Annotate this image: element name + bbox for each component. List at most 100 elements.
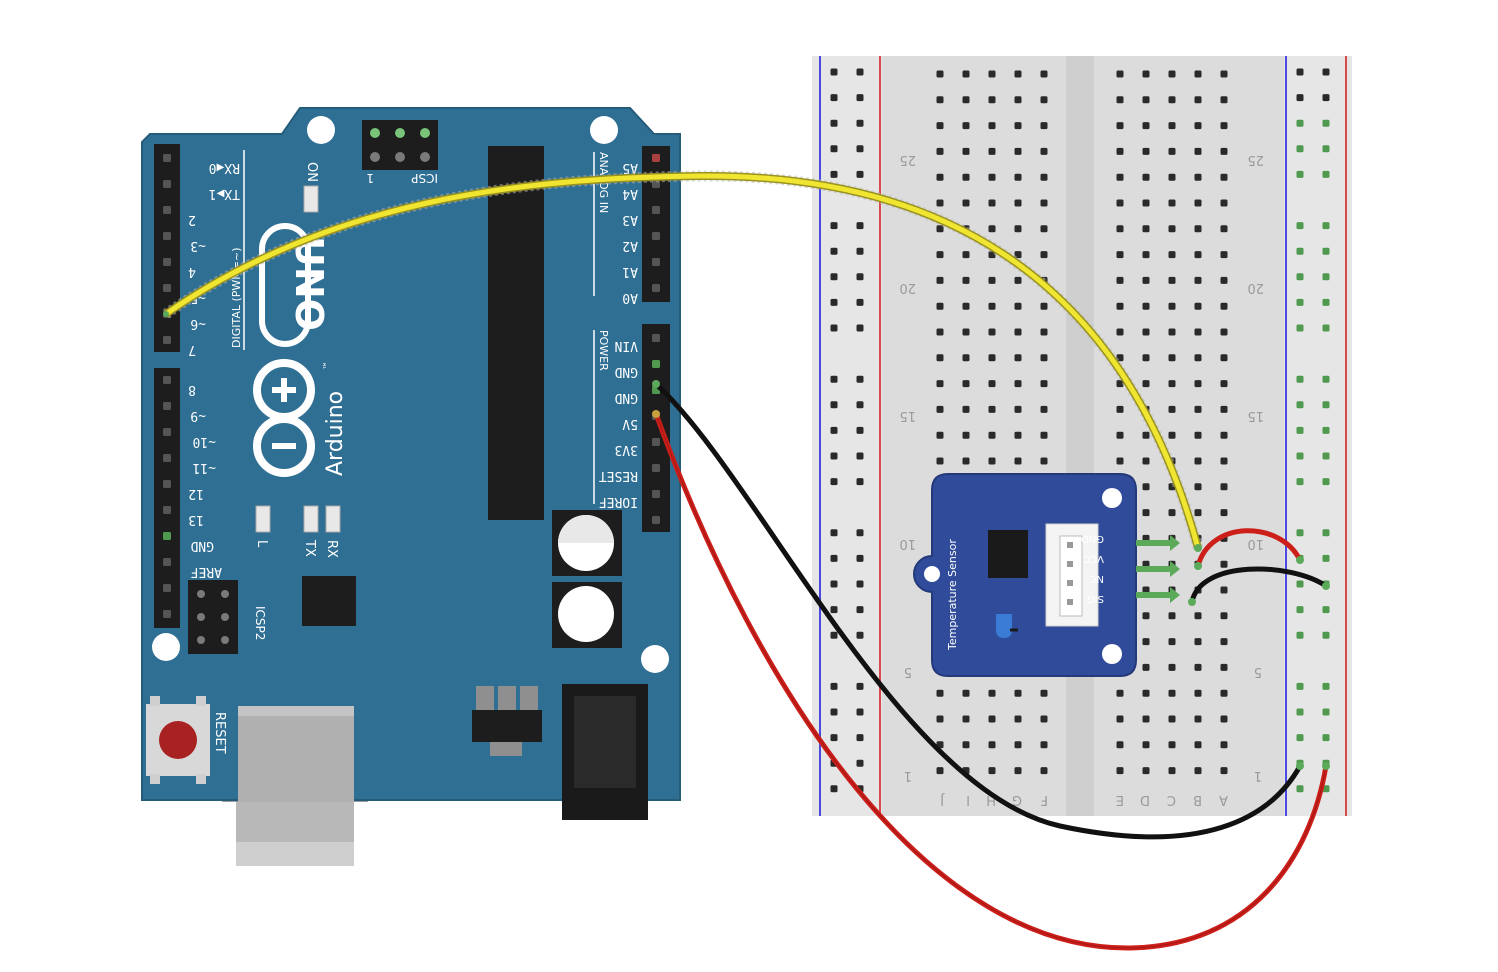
hole <box>1296 94 1304 102</box>
hole <box>1142 483 1150 491</box>
red-jumper-wire[interactable] <box>1195 528 1303 567</box>
hole <box>962 431 970 439</box>
temperature-sensor-module[interactable]: Temperature Sensor GND VCC NC SIG <box>913 473 1180 677</box>
hole <box>830 401 838 409</box>
pin-label: ~6 <box>190 316 206 331</box>
hole <box>988 457 996 465</box>
hole <box>856 273 864 281</box>
pin-label: ~11 <box>193 460 216 475</box>
black-jumper-wire[interactable] <box>1189 566 1328 603</box>
hole <box>1322 222 1330 230</box>
hole <box>988 147 996 155</box>
hole <box>830 478 838 486</box>
row-number: 10 <box>1247 536 1264 551</box>
hole <box>1142 586 1150 594</box>
hole <box>163 376 171 384</box>
hole <box>830 222 838 230</box>
hole <box>830 682 838 690</box>
hole <box>1116 251 1124 259</box>
hole <box>1168 70 1176 78</box>
pin-label: ~9 <box>190 408 206 423</box>
pin-label: A5 <box>622 160 638 175</box>
hole <box>1040 302 1048 310</box>
hole <box>1220 199 1228 207</box>
hole <box>856 247 864 255</box>
hole <box>1142 122 1150 130</box>
hole <box>1296 145 1304 153</box>
hole <box>1116 96 1124 104</box>
arduino-brand: Arduino <box>323 391 348 476</box>
hole <box>936 302 944 310</box>
icsp-header <box>362 120 438 170</box>
hole <box>856 606 864 614</box>
hole <box>1220 173 1228 181</box>
pin-label: A3 <box>622 212 638 227</box>
hole <box>1040 767 1048 775</box>
hole <box>830 785 838 793</box>
hole <box>1220 431 1228 439</box>
hole <box>988 741 996 749</box>
hole <box>1194 328 1202 336</box>
hole <box>1322 708 1330 716</box>
hole <box>856 324 864 332</box>
hole <box>1194 199 1202 207</box>
hole <box>1116 431 1124 439</box>
row-number: 1 <box>904 768 912 783</box>
hole <box>988 767 996 775</box>
hole <box>1194 638 1202 646</box>
hole <box>1168 225 1176 233</box>
led-rx-label: RX <box>324 540 339 558</box>
hole <box>1014 96 1022 104</box>
hole <box>830 708 838 716</box>
row-number: 25 <box>1247 152 1264 167</box>
hole <box>1194 612 1202 620</box>
hole <box>1168 509 1176 517</box>
hole <box>1322 324 1330 332</box>
hole <box>936 328 944 336</box>
hole <box>988 173 996 181</box>
hole <box>652 284 660 292</box>
hole <box>1040 122 1048 130</box>
hole <box>962 715 970 723</box>
arduino-uno-board[interactable]: ICSP 1 ICSP2 RESET <box>141 107 681 866</box>
hole <box>1142 328 1150 336</box>
hole <box>1014 767 1022 775</box>
hole <box>856 68 864 76</box>
hole <box>652 516 660 524</box>
hole <box>936 122 944 130</box>
hole <box>988 122 996 130</box>
hole <box>1322 298 1330 306</box>
hole <box>962 741 970 749</box>
pin-label: ~3 <box>190 238 206 253</box>
hole <box>1194 380 1202 388</box>
hole <box>856 682 864 690</box>
hole <box>1296 170 1304 178</box>
hole <box>1014 741 1022 749</box>
hole <box>962 328 970 336</box>
voltage-regulator <box>472 710 542 742</box>
hole <box>1322 119 1330 127</box>
hole <box>1296 324 1304 332</box>
hole <box>1194 251 1202 259</box>
mount-hole <box>641 645 669 673</box>
yellow-signal-wire[interactable] <box>164 173 1201 549</box>
pin-label: 7 <box>188 342 196 357</box>
hole <box>1142 457 1150 465</box>
hole <box>936 173 944 181</box>
reset-button-cap[interactable] <box>159 721 197 759</box>
hole <box>1168 122 1176 130</box>
hole <box>830 298 838 306</box>
hole <box>936 199 944 207</box>
hole <box>1322 247 1330 255</box>
hole <box>1040 689 1048 697</box>
hole <box>1142 663 1150 671</box>
hole <box>1116 457 1124 465</box>
hole <box>856 298 864 306</box>
black-ground-wire[interactable] <box>654 382 1303 840</box>
hole <box>1040 431 1048 439</box>
hole <box>1142 431 1150 439</box>
hole <box>830 606 838 614</box>
hole <box>1220 663 1228 671</box>
hole <box>830 426 838 434</box>
hole <box>830 554 838 562</box>
